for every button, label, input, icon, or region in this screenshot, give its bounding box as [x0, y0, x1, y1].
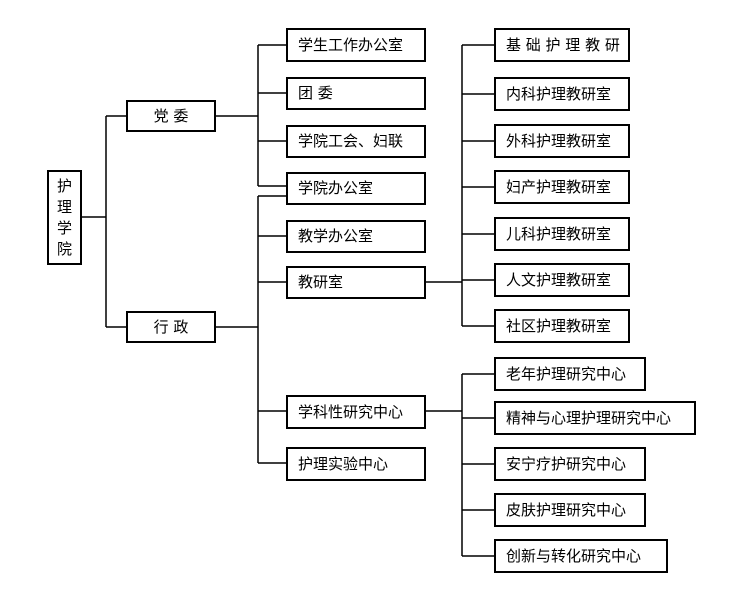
- party-committee-label: 党 委: [153, 106, 189, 125]
- administration-label: 行 政: [153, 317, 189, 336]
- teaching-office-internal: 内科护理教研室: [494, 77, 630, 111]
- research-center-geriatric: 老年护理研究中心: [494, 357, 646, 391]
- party-unit-student-affairs: 学生工作办公室: [286, 28, 426, 62]
- administration-node: 行 政: [126, 311, 216, 343]
- admin-unit-nursing-lab: 护理实验中心: [286, 447, 426, 481]
- admin-unit-research-center: 学科性研究中心: [286, 395, 426, 429]
- teaching-office-humanities: 人文护理教研室: [494, 263, 630, 297]
- party-unit-union: 学院工会、妇联: [286, 125, 426, 158]
- party-committee-node: 党 委: [126, 100, 216, 132]
- party-unit-youth-league: 团 委: [286, 77, 426, 110]
- root-label: 护理学院: [56, 176, 72, 258]
- teaching-office-surgical: 外科护理教研室: [494, 124, 630, 158]
- teaching-office-community: 社区护理教研室: [494, 309, 630, 343]
- admin-unit-teaching-office: 教学办公室: [286, 220, 426, 253]
- teaching-office-obstetric: 妇产护理教研室: [494, 170, 630, 204]
- teaching-office-basic: 基 础 护 理 教 研: [494, 28, 630, 62]
- root-node: 护理学院: [47, 170, 82, 265]
- research-center-hospice: 安宁疗护研究中心: [494, 447, 646, 481]
- admin-unit-teaching-research: 教研室: [286, 266, 426, 299]
- teaching-office-pediatric: 儿科护理教研室: [494, 217, 630, 251]
- party-unit-college-office: 学院办公室: [286, 172, 426, 205]
- research-center-mental: 精神与心理护理研究中心: [494, 401, 696, 435]
- research-center-skin: 皮肤护理研究中心: [494, 493, 646, 527]
- research-center-innovation: 创新与转化研究中心: [494, 539, 668, 573]
